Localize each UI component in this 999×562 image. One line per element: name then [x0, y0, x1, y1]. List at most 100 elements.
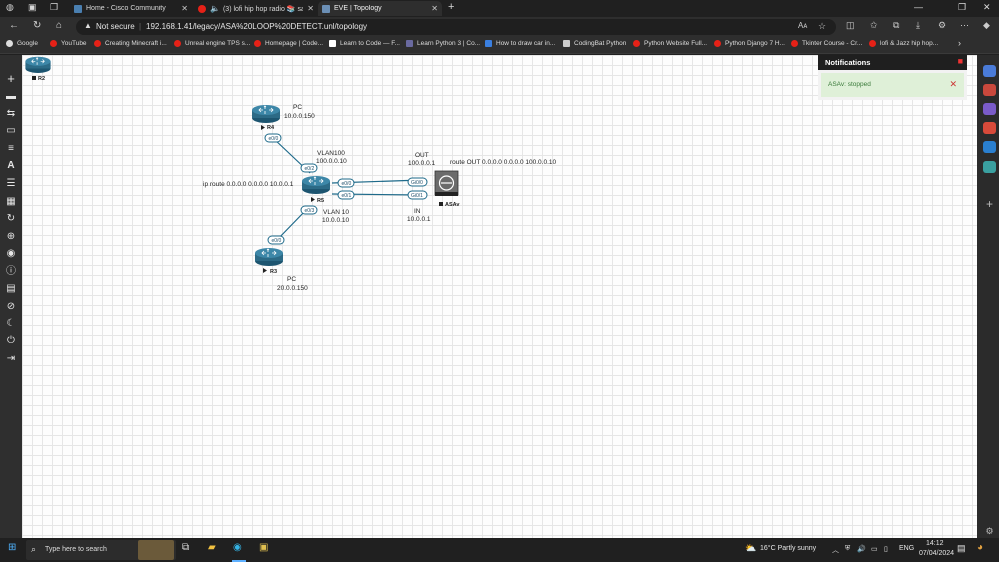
address-bar[interactable]: ▲ Not secure | 192.168.1.41/legacy/ASA%2…: [76, 19, 836, 35]
logical-maps-icon[interactable]: ≡: [8, 143, 14, 154]
port-r4-e00[interactable]: e0/0: [264, 133, 282, 143]
bookmark-item[interactable]: Python Website Full...: [633, 40, 707, 47]
node-asav[interactable]: ASAv: [434, 170, 460, 208]
dark-mode-icon[interactable]: ☾: [6, 318, 16, 329]
tab-lofi-radio[interactable]: 🔈 (3) lofi hip hop radio 📚 sa ✕: [194, 1, 318, 16]
windows-start-icon[interactable]: ⊞: [8, 542, 17, 553]
url-text[interactable]: 192.168.1.41/legacy/ASA%20LOOP%20DETECT.…: [146, 22, 368, 31]
status-icon[interactable]: ◉: [6, 248, 16, 259]
tools-icon[interactable]: [983, 103, 996, 115]
shopping-icon[interactable]: [983, 84, 996, 96]
bookmark-item[interactable]: lofi & Jazz hip hop...: [869, 40, 938, 47]
warning-icon[interactable]: ▲: [84, 21, 92, 30]
security-label[interactable]: Not secure: [96, 22, 135, 31]
copilot-taskbar-icon[interactable]: ◕: [977, 542, 984, 553]
logout-icon[interactable]: ⇥: [6, 353, 16, 364]
bookmark-item[interactable]: How to draw car in...: [485, 40, 555, 47]
bookmark-item[interactable]: Learn to Code — F...: [329, 40, 400, 47]
sidebar-settings-icon[interactable]: ⚙: [985, 526, 994, 536]
office-icon[interactable]: [983, 122, 996, 134]
collections-icon[interactable]: ⧉: [893, 20, 900, 30]
split-screen-icon[interactable]: ◫: [846, 20, 855, 30]
add-object-icon[interactable]: +: [7, 71, 15, 86]
bookmark-item[interactable]: Homepage | Code...: [254, 40, 323, 47]
volume-icon[interactable]: 🔊: [857, 546, 866, 553]
node-r5[interactable]: R5: [301, 175, 331, 204]
browser-logo-icon[interactable]: ◍: [6, 2, 14, 12]
topology-canvas[interactable]: R2 R4 PC 10.0.0.150 R5 R3 A: [22, 55, 977, 538]
clock-time[interactable]: 14:12: [926, 540, 944, 547]
close-notifications-icon[interactable]: ■: [957, 56, 963, 66]
bookmark-item[interactable]: Tkinter Course - Cr...: [791, 40, 862, 47]
mute-tab-icon[interactable]: 🔈: [210, 4, 220, 13]
port-asav-gi01[interactable]: Gi0/1: [407, 190, 428, 200]
node-r2[interactable]: R2: [25, 56, 51, 82]
favorites-icon[interactable]: ✩: [870, 20, 878, 30]
favorite-star-icon[interactable]: ☆: [818, 21, 827, 31]
taskbar-search[interactable]: ⌕ Type here to search: [26, 540, 176, 560]
port-r5-e00[interactable]: e0/0: [337, 178, 355, 188]
workspaces-icon[interactable]: ▣: [28, 2, 37, 12]
startup-configs-icon[interactable]: ▭: [6, 125, 16, 136]
refresh-topology-icon[interactable]: ↻: [6, 213, 16, 224]
task-view-icon[interactable]: ⧉: [182, 542, 190, 553]
send-icon[interactable]: [983, 161, 996, 173]
bookmark-item[interactable]: Learn Python 3 | Co...: [406, 40, 480, 47]
port-r3-e00[interactable]: e0/0: [267, 235, 285, 245]
tab-eve-topology[interactable]: EVE | Topology ✕: [318, 1, 442, 16]
tab-actions-icon[interactable]: ❐: [50, 2, 59, 12]
new-tab-icon[interactable]: +: [448, 1, 455, 13]
file-explorer-icon[interactable]: ▰: [208, 542, 216, 553]
copilot-icon[interactable]: ◆: [983, 20, 990, 30]
close-tab-icon[interactable]: ✕: [181, 4, 188, 13]
weather-icon[interactable]: ⛅: [745, 543, 757, 553]
settings-more-icon[interactable]: ⋯: [960, 20, 969, 30]
add-sidebar-app-icon[interactable]: +: [985, 197, 993, 211]
show-hidden-icons-icon[interactable]: ︿: [832, 547, 839, 554]
maximize-window-icon[interactable]: ❐: [958, 2, 967, 12]
language-indicator[interactable]: ENG: [899, 545, 915, 552]
lab-details-icon[interactable]: ⓘ: [6, 266, 16, 277]
bookmark-item[interactable]: YouTube: [50, 40, 87, 47]
lock-lab-icon[interactable]: ⊘: [6, 301, 16, 312]
port-r5-e03[interactable]: e0/3: [300, 205, 318, 215]
port-r5-e02[interactable]: e0/2: [300, 163, 318, 173]
weather-text[interactable]: 16°C Partly sunny: [760, 545, 817, 552]
search-sidebar-icon[interactable]: [983, 65, 996, 77]
notes-icon[interactable]: ▤: [6, 283, 16, 294]
text-objects-icon[interactable]: A: [7, 160, 15, 171]
close-lab-icon[interactable]: ⏻: [7, 335, 15, 346]
app-icon[interactable]: ▣: [259, 542, 269, 553]
notification-center-icon[interactable]: ▤: [957, 543, 966, 553]
battery-icon[interactable]: ▯: [884, 546, 888, 553]
bookmark-item[interactable]: Google: [6, 40, 38, 47]
close-tab-icon[interactable]: ✕: [307, 4, 314, 13]
list-icon[interactable]: ☰: [6, 178, 16, 189]
reload-icon[interactable]: ↻: [33, 20, 42, 31]
apps-grid-icon[interactable]: ▦: [6, 196, 16, 207]
clock-date[interactable]: 07/04/2024: [919, 550, 955, 557]
nodes-icon[interactable]: ▬: [6, 91, 16, 102]
zoom-icon[interactable]: ⊕: [6, 231, 16, 242]
close-tab-icon[interactable]: ✕: [431, 4, 438, 13]
port-r5-e01[interactable]: e0/1: [337, 190, 355, 200]
home-icon[interactable]: ⌂: [56, 20, 63, 31]
dismiss-notification-icon[interactable]: ✕: [949, 79, 957, 89]
bookmark-item[interactable]: Creating Minecraft i...: [94, 40, 167, 47]
more-bookmarks-icon[interactable]: ›: [958, 38, 961, 48]
node-r4[interactable]: R4: [251, 104, 281, 131]
security-tray-icon[interactable]: ⛨: [845, 545, 851, 552]
extensions-icon[interactable]: ⚙: [938, 20, 947, 30]
network-icon[interactable]: ▭: [871, 546, 878, 553]
bookmark-item[interactable]: Python Django 7 H...: [714, 40, 785, 47]
outlook-icon[interactable]: [983, 141, 996, 153]
networks-icon[interactable]: ⇆: [6, 108, 16, 119]
downloads-icon[interactable]: ⤓: [916, 20, 920, 30]
port-asav-gi00[interactable]: Gi0/0: [407, 177, 428, 187]
close-window-icon[interactable]: ✕: [983, 2, 991, 12]
edge-browser-icon[interactable]: ◉: [233, 542, 242, 553]
bookmark-item[interactable]: CodingBat Python: [563, 40, 626, 47]
node-r3[interactable]: R3: [254, 247, 284, 275]
read-aloud-icon[interactable]: Aᴀ: [798, 21, 808, 30]
minimize-window-icon[interactable]: —: [914, 2, 923, 12]
